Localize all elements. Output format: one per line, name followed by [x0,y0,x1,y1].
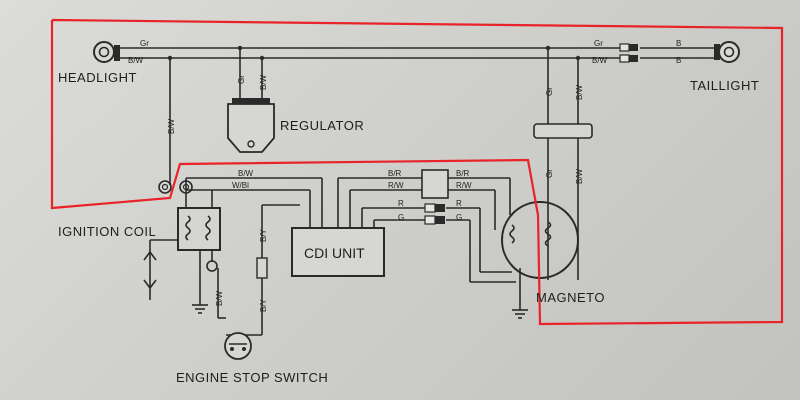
wire-code: G [398,213,404,222]
wire-code: R/W [456,181,472,190]
wire-code: B/W [238,169,254,178]
regulator-label: REGULATOR [280,118,364,133]
wire-code: B/W [167,118,176,134]
cdi-unit [291,227,385,277]
wire-code: B/R [456,169,470,178]
wire-code: B/W [592,56,608,65]
ignition-coil [158,180,221,272]
engine-stop-switch [224,332,252,360]
taillight-connector [619,43,638,63]
headlight-label: HEADLIGHT [58,70,137,85]
wire-code: Gr [594,39,603,48]
wire-code: B/W [259,74,268,90]
cdi-unit-label: CDI UNIT [304,245,365,261]
cdi-connectors [421,169,449,225]
stop-switch-fuse [256,257,268,279]
wire-code: B/W [215,290,224,306]
wire-code: B/R [388,169,402,178]
wires [118,45,718,336]
wire-code: Gr [237,75,246,84]
wire-code: B/Y [259,228,268,242]
wire-code-labels: Gr B/W Gr B/W B B Gr B/W B/W Gr B/W Gr B… [128,39,681,312]
wire-code: G [456,213,462,222]
wire-code: B/W [575,168,584,184]
engine-stop-switch-label: ENGINE STOP SWITCH [176,370,328,385]
regulator [227,98,275,153]
wire-code: R [456,199,462,208]
wire-code: Gr [545,169,554,178]
wire-code: W/Bl [232,181,249,190]
ignition-coil-label: IGNITION COIL [58,224,156,239]
wire-code: Gr [545,87,554,96]
wire-code: Gr [140,39,149,48]
magneto-label: MAGNETO [536,290,605,305]
wire-code: B [676,39,681,48]
wire-code: B [676,56,681,65]
wire-code: R [398,199,404,208]
wire-code: B/W [128,56,144,65]
wire-code: B/W [575,84,584,100]
highlight-outline [50,18,784,326]
taillight [714,41,740,63]
headlight [93,41,120,63]
taillight-label: TAILLIGHT [690,78,759,93]
wire-code: R/W [388,181,404,190]
wire-code: B/Y [259,298,268,312]
